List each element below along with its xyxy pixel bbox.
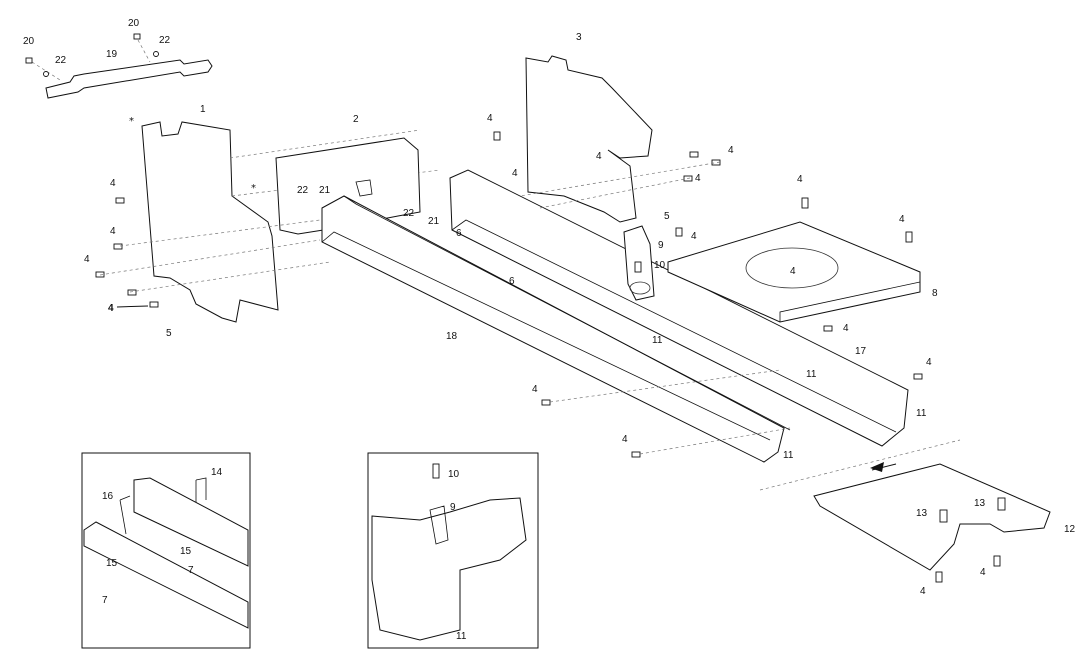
callout-20-a: 20 [23,36,35,47]
callout-5-a: 5 [166,328,172,339]
part-12-skid-plate [759,439,1051,571]
bolt-13-a [939,509,948,523]
callout-11-inset: 11 [456,631,467,642]
callout-8: 8 [932,288,938,299]
callout-7-a: 7 [188,565,194,576]
callout-15-b: 15 [106,558,118,569]
callout-4-o: 4 [926,357,932,368]
part-3-upright-plate [525,55,653,223]
callout-2: 2 [353,114,359,125]
callout-15-a: 15 [180,546,192,557]
callout-17: 17 [855,346,867,357]
callout-12: 12 [1064,524,1076,535]
callout-9: 9 [658,240,664,251]
bolt-10 [634,261,642,273]
callout-10-inset: 10 [448,469,460,480]
callout-10: 10 [654,260,666,271]
star-marker-2: * [251,183,256,194]
callout-7-b: 7 [102,595,108,606]
callout-4-e: 4 [487,113,493,124]
callout-4-q: 4 [622,434,628,445]
callout-4-s: 4 [920,586,926,597]
callout-labels: 20 20 22 19 22 * 1 4 4 4 4 5 2 * 22 21 2… [23,18,1076,642]
callout-19: 19 [106,49,118,60]
bolt-13-b [997,497,1006,511]
part-19-strap [31,39,213,99]
callout-6-a: 6 [456,228,462,239]
callout-4-m: 4 [790,266,796,277]
callout-22-a: 22 [55,55,67,66]
bolt-group-4 [95,131,1001,583]
callout-11-b: 11 [806,369,817,380]
callout-4-j: 4 [691,231,697,242]
callout-4-l: 4 [899,214,905,225]
callout-20-b: 20 [128,18,140,29]
part-8-platform [667,221,921,323]
callout-13-b: 13 [974,498,986,509]
callout-4-d: 4 [108,303,114,314]
callout-21-a: 21 [319,185,331,196]
callout-22-d: 22 [403,208,415,219]
callout-9-inset: 9 [450,502,456,513]
callout-4-g: 4 [512,168,518,179]
callout-4-h: 4 [728,145,734,156]
nut-22-a [43,71,49,77]
callout-11-d: 11 [783,450,794,461]
callout-4-n: 4 [843,323,849,334]
inset-rail-detail [81,452,251,649]
callout-4-c: 4 [84,254,90,265]
callout-16: 16 [102,491,114,502]
callout-4-b: 4 [110,226,116,237]
screw-20-b [133,33,141,40]
nut-22-b [153,51,159,57]
callout-4-a: 4 [110,178,116,189]
callout-14: 14 [211,467,223,478]
callout-13-a: 13 [916,508,928,519]
screw-20-a [25,57,33,64]
inset-transmission-detail [367,452,539,649]
callout-18: 18 [446,331,458,342]
callout-11-c: 11 [916,408,927,419]
part-17-right-rail [449,169,909,447]
callout-4-r: 4 [980,567,986,578]
star-marker-1: * [129,116,134,127]
callout-21-b: 21 [428,216,440,227]
callout-4-i: 4 [695,173,701,184]
callout-6-b: 6 [509,276,515,287]
callout-4-f: 4 [596,151,602,162]
callout-5-b: 5 [664,211,670,222]
callout-3: 3 [576,32,582,43]
part-2-center-plate [275,137,421,235]
callout-22-b: 22 [159,35,171,46]
callout-4-k: 4 [797,174,803,185]
callout-11-a: 11 [652,335,663,346]
callout-22-c: 22 [297,185,309,196]
callout-4-p: 4 [532,384,538,395]
callout-1: 1 [200,104,206,115]
part-18-main-rail [321,195,791,463]
